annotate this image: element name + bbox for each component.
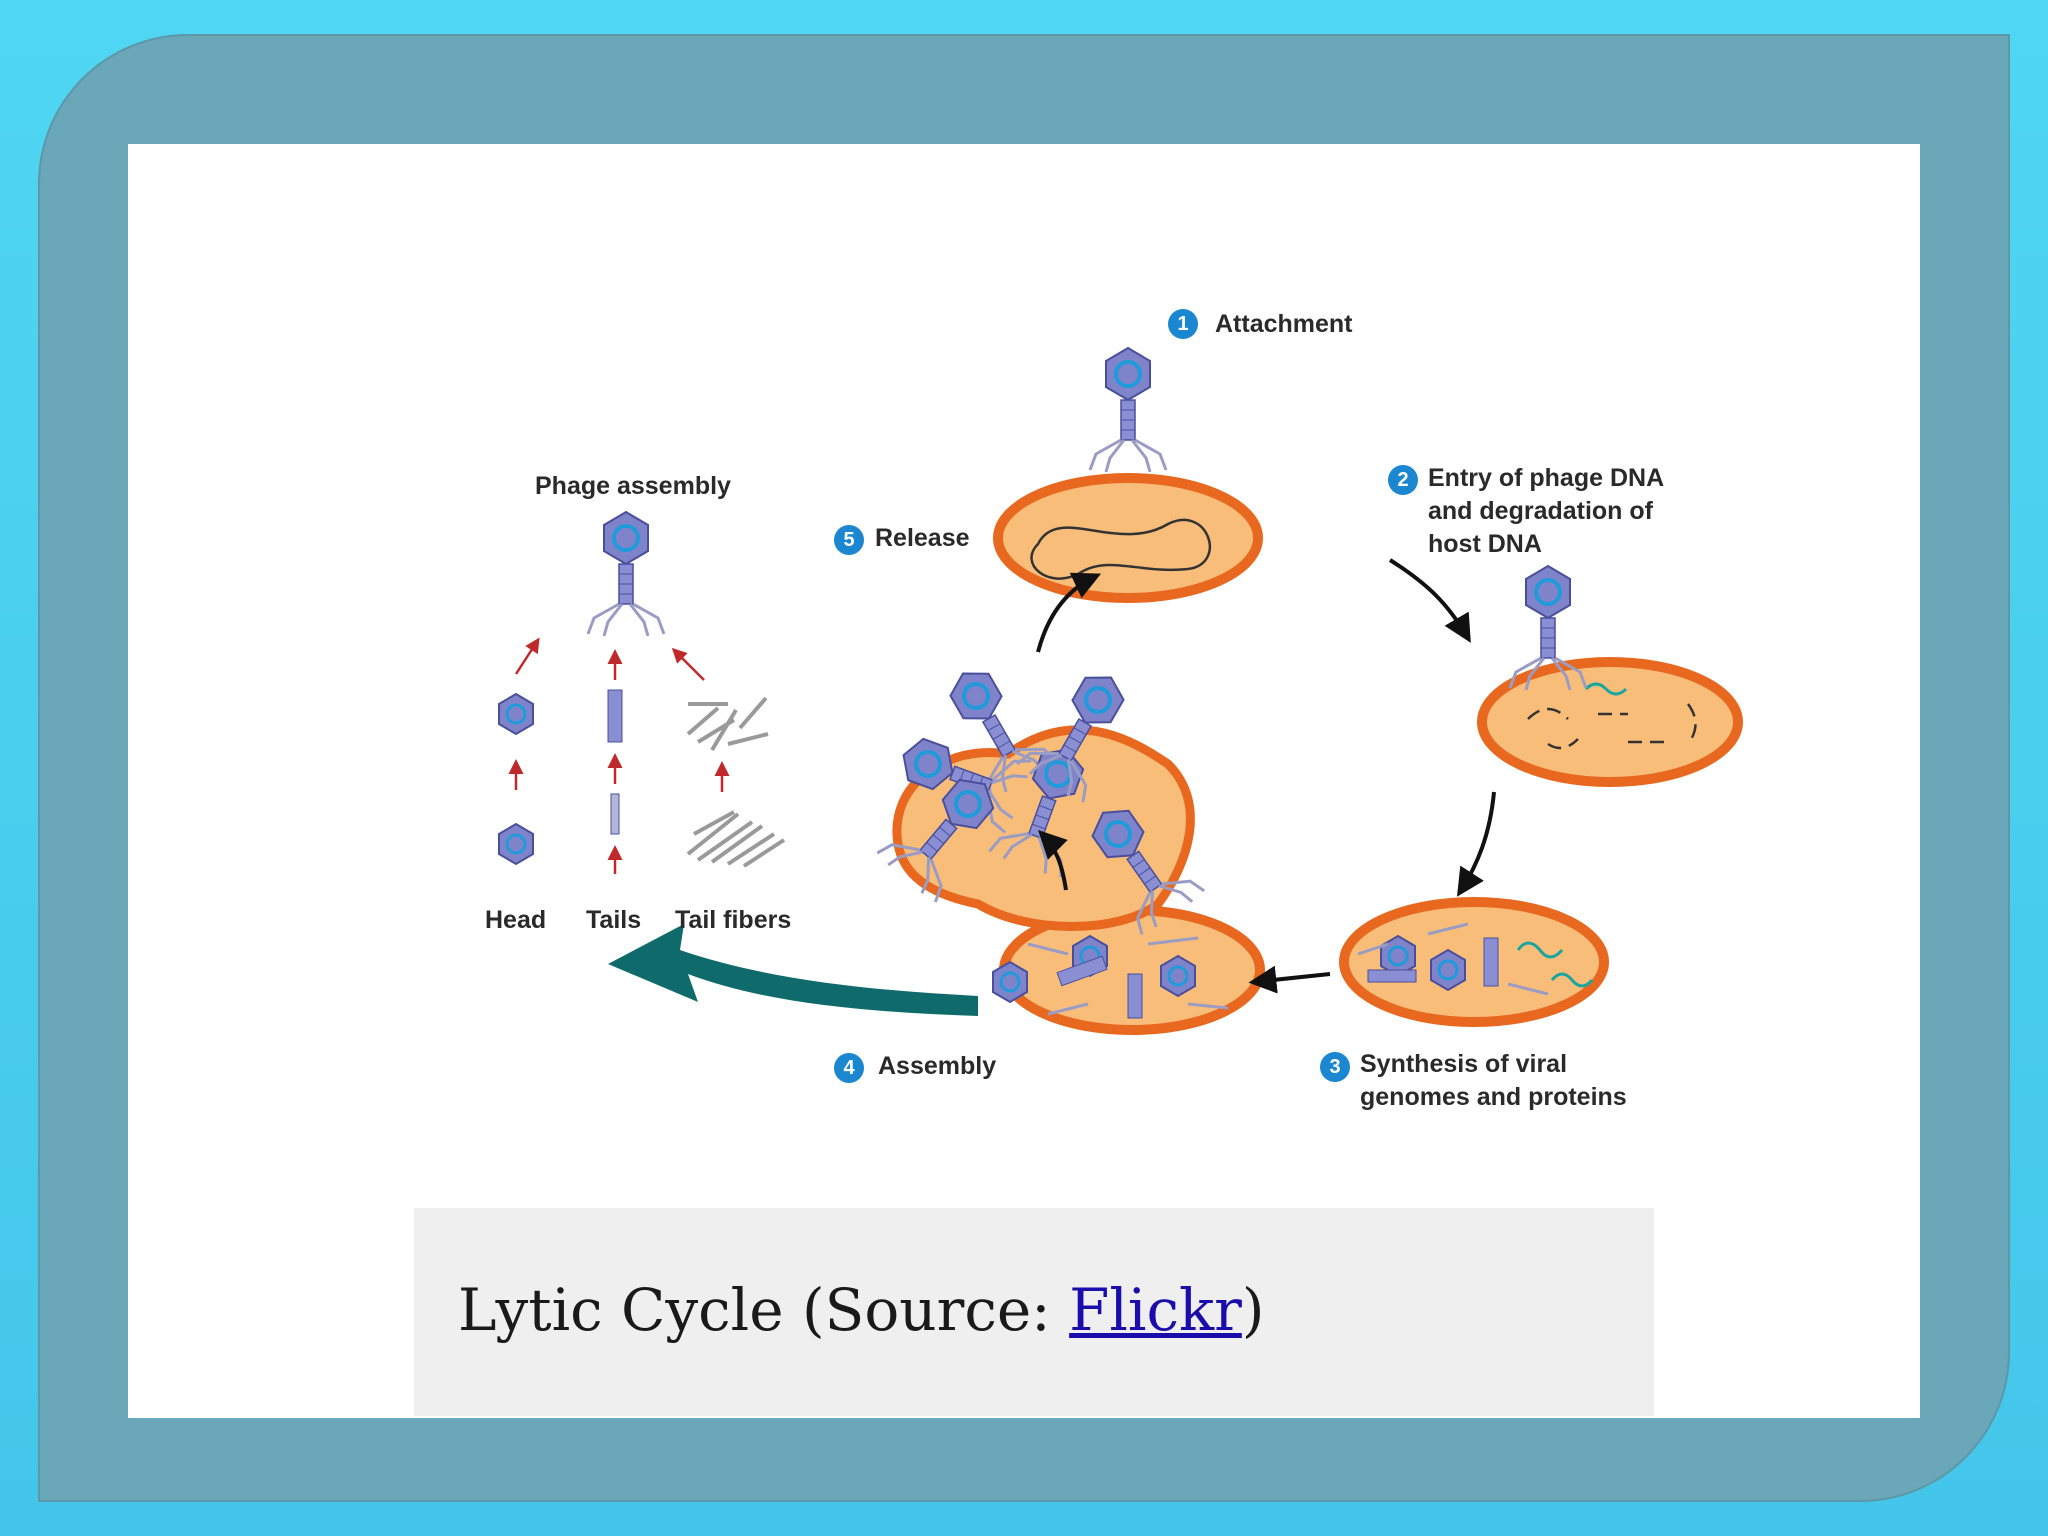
caption-box <box>414 1208 1654 1416</box>
tail-base-icon <box>610 793 620 835</box>
arrow-release-to-attachment <box>1036 572 1102 653</box>
assembled-phage-icon <box>586 510 666 638</box>
lytic-cycle-diagram <box>497 346 1743 1035</box>
step-3-badge: 3 <box>1320 1052 1350 1082</box>
label-release: Release <box>875 524 970 552</box>
tail-icon <box>607 689 623 743</box>
phage-assembly-parts <box>497 510 786 874</box>
cell-entry <box>1477 564 1743 787</box>
cycle-arrows <box>1036 558 1496 994</box>
arrow-assembly-to-parts <box>608 924 978 1016</box>
label-phage-assembly: Phage assembly <box>535 472 731 500</box>
step-1-badge: 1 <box>1168 309 1198 339</box>
label-assembly: Assembly <box>878 1052 997 1080</box>
label-entry: Entry of phage DNA and degradation of ho… <box>1428 464 1665 558</box>
head-icon <box>497 692 535 736</box>
arrow-entry-to-synthesis <box>1456 791 1496 897</box>
cell-attachment <box>993 346 1263 603</box>
label-tails: Tails <box>586 906 642 934</box>
label-tail-fibers: Tail fibers <box>675 906 792 934</box>
caption: Lytic Cycle (Source: Flickr) <box>458 1276 1264 1344</box>
caption-link-flickr[interactable]: Flickr <box>1069 1276 1242 1344</box>
arrow-assembly-to-release <box>1038 830 1068 891</box>
tail-fibers-icon <box>686 696 786 868</box>
arrow-synthesis-to-assembly <box>1248 965 1331 994</box>
slide-content: 1 Attachment 2 Entry of phage DNA and de… <box>128 144 1920 1418</box>
cell-release <box>873 652 1208 939</box>
arrow-attachment-to-entry <box>1388 558 1471 643</box>
step-4-badge: 4 <box>834 1053 864 1083</box>
step-5-badge: 5 <box>834 525 864 555</box>
phage-attached-icon <box>1088 346 1168 474</box>
head-partial-icon <box>497 822 535 866</box>
step-2-badge: 2 <box>1388 465 1418 495</box>
label-head: Head <box>485 906 547 934</box>
label-attachment: Attachment <box>1215 310 1353 338</box>
caption-prefix: Lytic Cycle (Source: <box>458 1276 1070 1344</box>
cell-synthesis <box>1339 897 1609 1027</box>
cell-assembly <box>991 905 1265 1035</box>
label-synthesis: Synthesis of viral genomes and proteins <box>1360 1050 1627 1111</box>
caption-suffix: ) <box>1241 1276 1265 1344</box>
